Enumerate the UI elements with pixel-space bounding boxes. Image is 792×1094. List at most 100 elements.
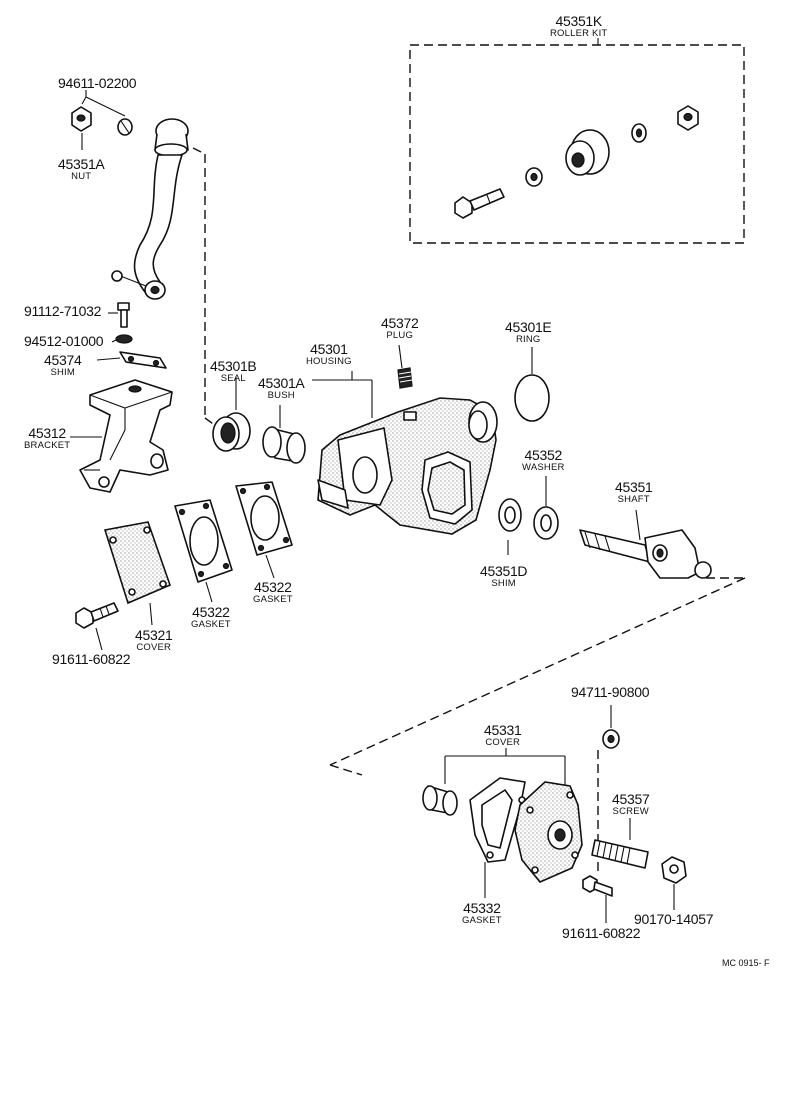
part-name: GASKET [191, 619, 231, 630]
plug-shape [397, 367, 413, 389]
part-name: NUT [71, 171, 92, 182]
washer-94611-shape [117, 118, 133, 136]
bracket-shape [79, 379, 173, 493]
roller-kit-nut [677, 105, 699, 131]
gasket-left-shape [174, 499, 233, 583]
label-shim-45374: 45374 SHIM [44, 352, 82, 378]
label-roller-kit: 45351K ROLLER KIT [550, 14, 607, 39]
part-number: 45357 [612, 791, 650, 807]
label-screw-45357: 45357 SCREW [612, 791, 650, 817]
shim-45351d-shape [498, 498, 522, 532]
label-shaft-45351: 45351 SHAFT [615, 479, 653, 505]
part-number: 45322 [254, 579, 292, 595]
label-shim-45351d: 45351D SHIM [480, 563, 528, 589]
part-number: 45331 [484, 722, 522, 738]
pitman-arm [111, 118, 189, 300]
washer-94512-shape [115, 334, 133, 344]
seal-shape [212, 412, 251, 452]
part-name: RING [515, 334, 541, 345]
gasket-45332-shape [469, 777, 526, 863]
part-number: 94512-01000 [24, 333, 104, 349]
label-housing-45301: 45301 HOUSING [306, 342, 352, 367]
part-name: BRACKET [24, 440, 71, 451]
nut-45351a-shape [71, 106, 92, 132]
roller-kit-bolt [454, 188, 505, 219]
part-number: 45351K [555, 13, 602, 29]
label-nut-45351a: 45351A NUT [58, 156, 105, 182]
part-name: COVER [485, 737, 521, 748]
part-name: GASKET [253, 594, 293, 605]
label-ring-45301e: 45301E RING [505, 319, 552, 345]
label-washer-94711: 94711-90800 [571, 685, 649, 699]
label-plug-45372: 45372 PLUG [381, 315, 419, 341]
label-seal-45301b: 45301B SEAL [210, 358, 257, 384]
label-bush-45301a: 45301A BUSH [258, 375, 305, 401]
bolt-91611-left-shape [75, 602, 119, 629]
part-number: 91611-60822 [562, 925, 641, 941]
label-washer-45352: 45352 WASHER [522, 448, 565, 473]
part-number: 91611-60822 [52, 651, 131, 667]
label-bolt-91112: 91112-71032 [24, 304, 101, 318]
part-name: SEAL [220, 373, 246, 384]
part-number: 45351A [58, 156, 105, 172]
cover-45331-bush-shape [422, 785, 458, 816]
part-number: 45301 [310, 341, 348, 357]
screw-45357-shape [591, 839, 649, 869]
shaft-shape [579, 529, 712, 579]
part-number: 45374 [44, 352, 82, 368]
washer-94711-shape [602, 729, 620, 749]
part-number: 45312 [28, 425, 66, 441]
part-name: SHIM [491, 578, 516, 589]
part-number: 45332 [463, 900, 501, 916]
part-number: 45372 [381, 315, 419, 331]
part-name: COVER [136, 642, 172, 653]
cover-45321-shape [103, 521, 172, 605]
roller-kit-washer-small [525, 167, 543, 187]
part-number: 45321 [135, 627, 173, 643]
label-gasket-45322-right: 45322 GASKET [253, 580, 293, 605]
bush-shape [262, 426, 306, 464]
part-number: 45351 [615, 479, 653, 495]
part-number: 45322 [192, 604, 230, 620]
part-number: 45352 [524, 447, 563, 463]
part-number: 45301E [505, 319, 552, 335]
label-bolt-91611-bottom: 91611-60822 [562, 926, 640, 940]
part-name: HOUSING [306, 356, 352, 367]
part-number: 90170-14057 [634, 911, 714, 927]
part-name: SHIM [50, 367, 75, 378]
label-bracket-45312: 45312 BRACKET [24, 426, 70, 451]
bolt-91611-bottom-shape [582, 875, 613, 897]
roller-kit-washer [631, 123, 647, 143]
roller-kit-roller [565, 129, 610, 176]
part-name: GASKET [462, 915, 502, 926]
label-washer-94512: 94512-01000 [24, 333, 104, 349]
part-name: WASHER [522, 462, 565, 473]
part-number: 94611-02200 [58, 75, 137, 91]
drawing-reference: MC 0915- F [722, 958, 770, 968]
leader-lines [70, 90, 675, 923]
bolt-91112-shape [117, 302, 130, 328]
cover-45331-plate-shape [514, 781, 583, 883]
label-cover-45321: 45321 COVER [135, 627, 173, 653]
label-cover-45331: 45331 COVER [484, 722, 522, 748]
label-gasket-45332: 45332 GASKET [462, 901, 502, 926]
label-gasket-45322-left: 45322 GASKET [191, 605, 231, 630]
gasket-right-shape [235, 481, 293, 556]
label-bolt-91611-left: 91611-60822 [52, 652, 130, 666]
part-name: ROLLER KIT [550, 28, 608, 39]
part-number: 45301A [258, 375, 305, 391]
roller-kit-frame [409, 38, 745, 244]
part-number: 45351D [480, 563, 528, 579]
part-number: 45301B [210, 358, 257, 374]
part-name: BUSH [267, 390, 295, 401]
housing-shape [317, 397, 498, 535]
part-name: PLUG [386, 330, 414, 341]
part-number: 94711-90800 [571, 684, 650, 700]
nut-90170-shape [661, 856, 687, 884]
washer-45352-shape [533, 506, 559, 540]
shim-45374-shape [119, 351, 167, 369]
ring-shape [514, 374, 550, 422]
part-name: SHAFT [617, 494, 650, 505]
label-nut-90170: 90170-14057 [634, 911, 714, 927]
